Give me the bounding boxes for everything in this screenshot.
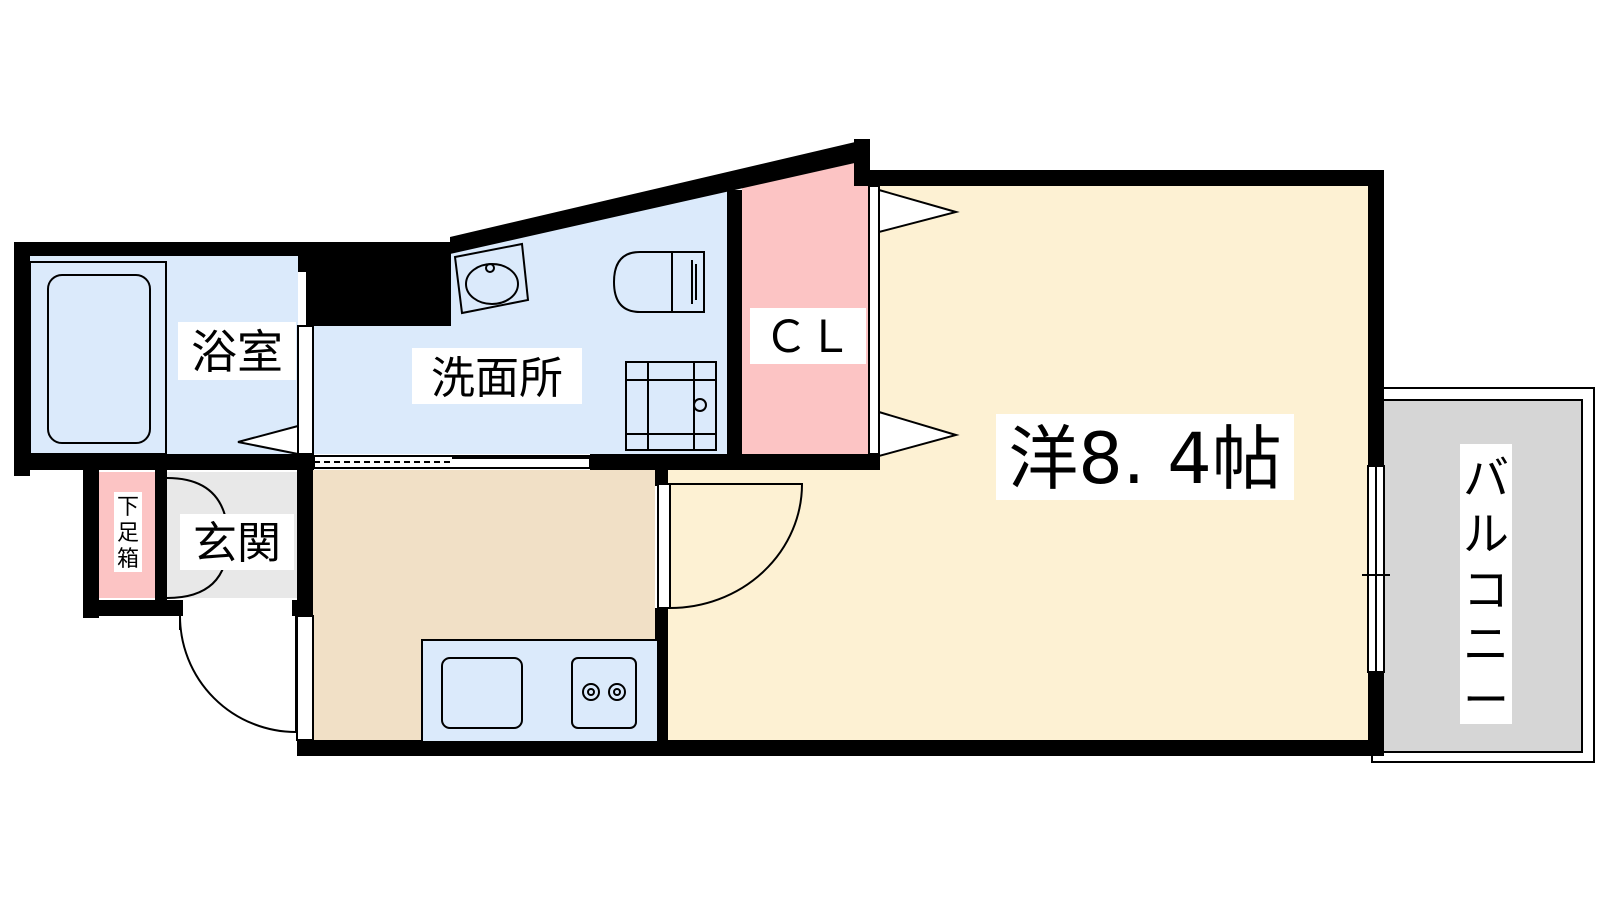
wall-entrance-bottom	[83, 600, 183, 616]
balcony-char-1: バ	[1463, 451, 1509, 505]
bath-door-frame	[297, 325, 314, 455]
wall-bath-top-part	[298, 242, 313, 272]
wall-middle-right	[590, 454, 880, 470]
shoe-box-char-1: 下	[117, 495, 139, 520]
entrance-label: 玄関	[193, 518, 281, 569]
entrance-door-frame	[296, 615, 314, 741]
toilet	[612, 251, 705, 313]
closet-door-swings	[878, 188, 960, 458]
shoe-box-char-3: 箱	[117, 547, 139, 572]
bathroom-label: 浴室	[191, 325, 283, 379]
room-door	[657, 483, 804, 609]
wall-room-right-top	[1368, 170, 1384, 466]
wall-middle-left	[14, 454, 314, 470]
wall-entrance-cut	[292, 600, 313, 616]
bath-door-swing	[237, 424, 299, 456]
closet-label: ＣＬ	[764, 312, 852, 363]
wall-bottom	[298, 740, 1384, 756]
openings	[296, 185, 1390, 741]
closet-floor	[742, 160, 868, 454]
label-entrance: 玄関	[180, 514, 294, 570]
label-shoe-box: 下 足 箱	[114, 492, 142, 572]
washing-machine-area	[625, 361, 717, 451]
wall-pillar	[306, 242, 451, 326]
wall-entrance-left	[83, 470, 99, 618]
walls	[14, 139, 1384, 756]
wall-room-right-bottom	[1368, 672, 1384, 756]
label-western-room: 洋8. 4帖	[996, 414, 1294, 500]
balcony-char-2: ル	[1463, 507, 1509, 561]
entrance-door	[179, 615, 297, 734]
label-balcony: バ ル コ ニ ー	[1460, 444, 1512, 727]
label-bathroom: 浴室	[178, 322, 296, 380]
wall-left	[14, 242, 30, 476]
balcony-char-4: ニ	[1463, 617, 1509, 671]
label-washroom: 洗面所	[412, 348, 582, 404]
wall-diagonal	[450, 139, 868, 254]
washbasin	[453, 242, 530, 315]
wall-kitchen-room-top	[655, 470, 668, 486]
bathtub	[29, 261, 167, 455]
label-closet: ＣＬ	[750, 308, 866, 364]
wall-closet-top	[854, 139, 870, 179]
balcony-char-3: コ	[1463, 563, 1509, 617]
wall-room-top	[854, 170, 1384, 186]
kitchen-counter	[421, 639, 659, 743]
closet-door-track	[868, 185, 880, 455]
washroom-label: 洗面所	[431, 353, 563, 404]
shoe-box-char-2: 足	[117, 521, 139, 546]
wall-closet-left	[727, 190, 742, 470]
balcony-char-5: ー	[1463, 673, 1509, 727]
western-room-label: 洋8. 4帖	[1008, 418, 1282, 500]
wall-shoe-divider	[155, 470, 167, 616]
